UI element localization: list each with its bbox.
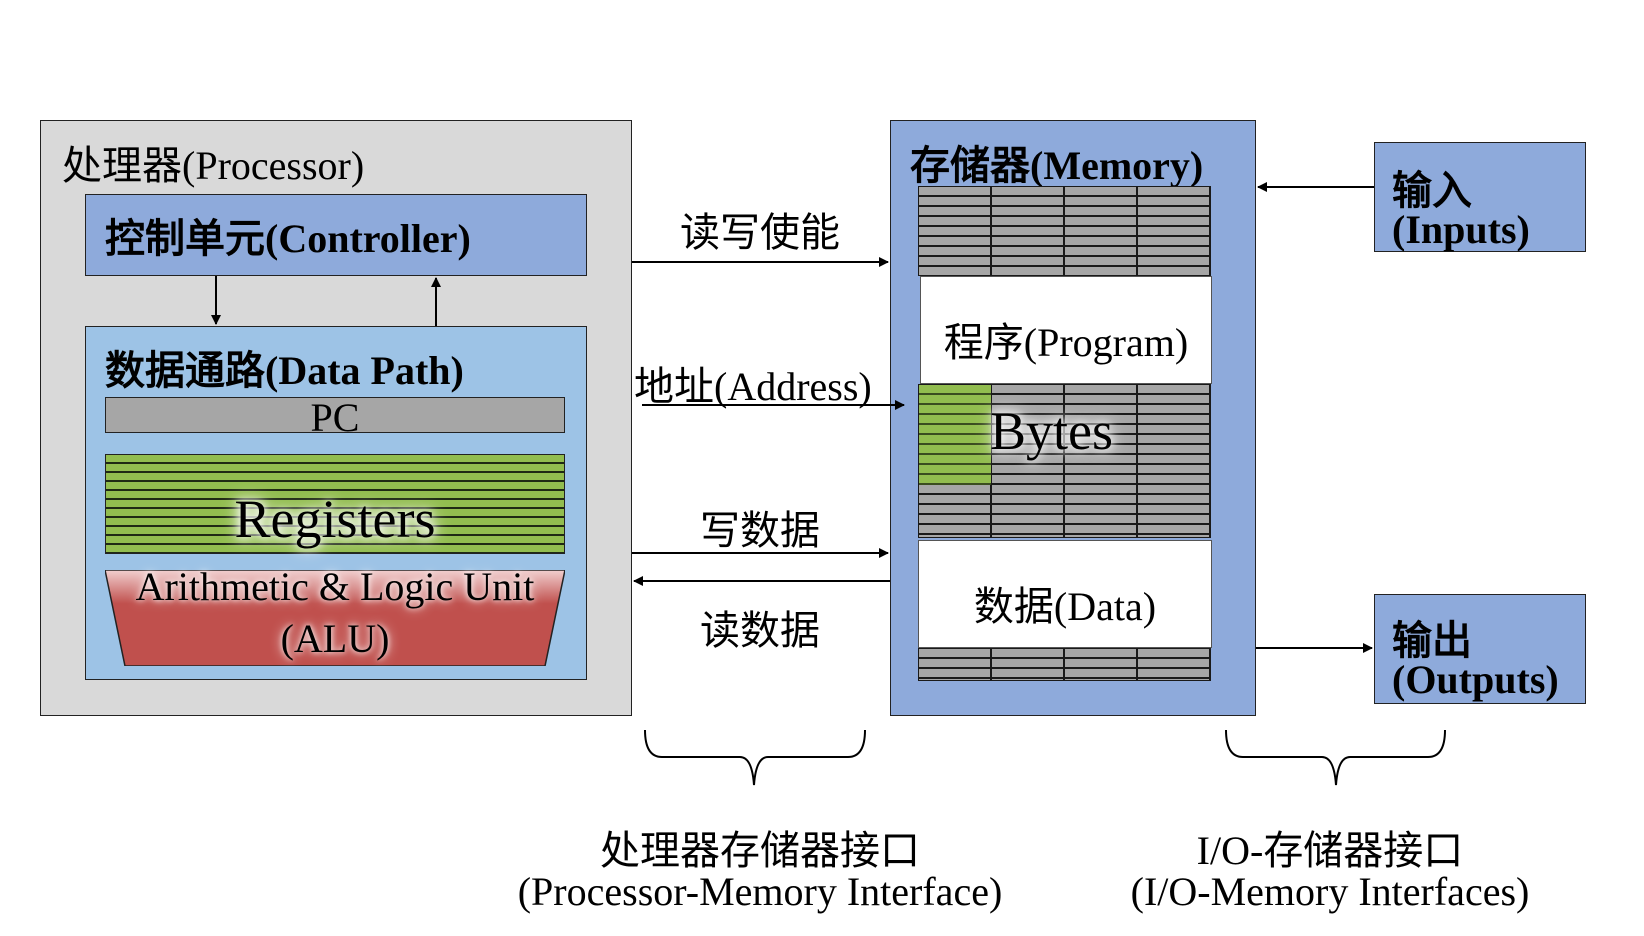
controller-title: 控制单元(Controller)	[105, 216, 471, 261]
inputs-label-en: (Inputs)	[1392, 207, 1530, 252]
processor-title: 处理器(Processor)	[62, 143, 365, 188]
processor-memory-brace	[644, 729, 866, 786]
memory-cells-top	[918, 186, 1211, 276]
read-data-label: 读数据	[700, 608, 820, 653]
outputs-label-cn: 输出	[1392, 618, 1472, 663]
write-data-label: 写数据	[700, 508, 820, 553]
controller-block	[85, 194, 587, 276]
data-label: 数据(Data)	[973, 584, 1157, 629]
alu-label-line1: Arithmetic & Logic Unit	[135, 564, 535, 609]
memory-highlight-cells	[919, 385, 991, 485]
bytes-label: Bytes	[990, 401, 1114, 461]
processor-memory-interface-caption-en: (Processor-Memory Interface)	[517, 869, 1003, 914]
datapath-title: 数据通路(Data Path)	[105, 348, 464, 393]
io-memory-interface-caption-cn: I/O-存储器接口	[1196, 828, 1464, 873]
inputs-block	[1374, 142, 1586, 252]
pc-register	[105, 397, 565, 433]
program-region	[920, 276, 1212, 384]
registers-label: Registers	[234, 489, 436, 549]
alu-shape	[105, 570, 565, 666]
memory-cells-bottom	[918, 648, 1211, 681]
pc-label: PC	[310, 395, 360, 440]
io-memory-interface-caption-en: (I/O-Memory Interfaces)	[1130, 869, 1530, 914]
address-label: 地址(Address)	[634, 364, 872, 409]
outputs-label-en: (Outputs)	[1392, 657, 1559, 702]
outputs-block	[1374, 594, 1586, 704]
program-label: 程序(Program)	[943, 320, 1189, 365]
inputs-label-cn: 输入	[1392, 168, 1472, 213]
registers-block	[105, 454, 565, 554]
data-region	[918, 540, 1212, 648]
alu-label-line2: (ALU)	[280, 616, 390, 661]
memory-title: 存储器(Memory)	[910, 143, 1204, 188]
processor-memory-interface-caption-cn: 处理器存储器接口	[600, 828, 920, 873]
read-write-enable-label: 读写使能	[680, 210, 840, 255]
io-memory-brace	[1225, 729, 1446, 786]
